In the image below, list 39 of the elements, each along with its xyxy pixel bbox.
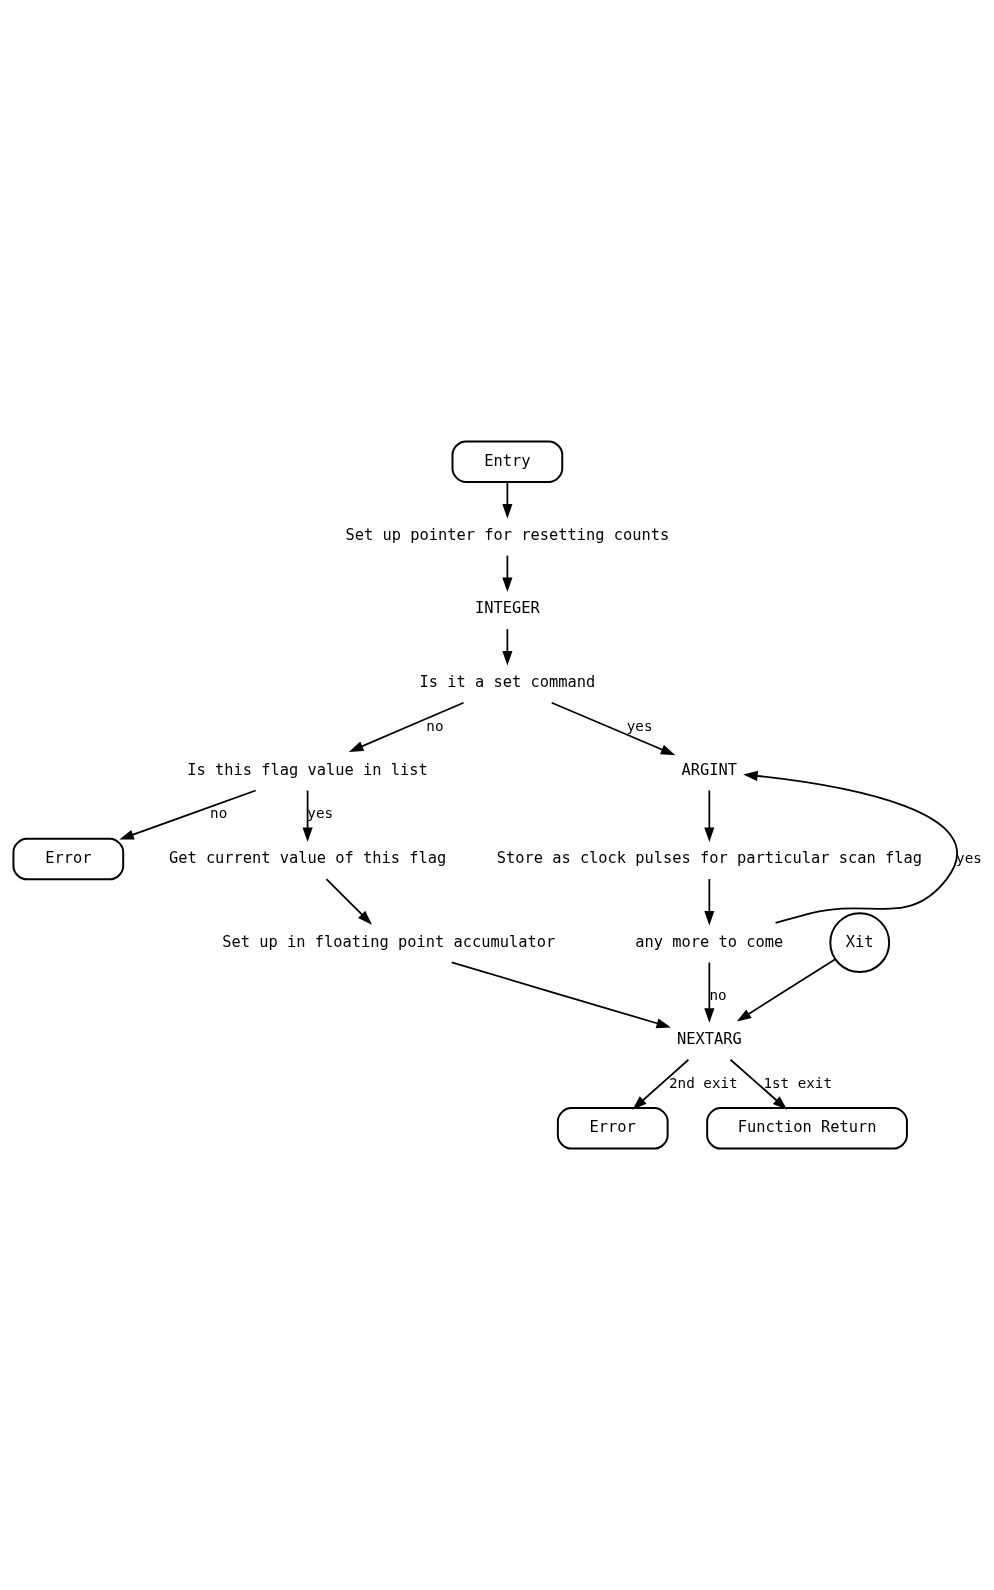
arrow (450, 961, 671, 1029)
arrow (736, 958, 836, 1022)
node-box: Entry (451, 440, 563, 483)
arrow (501, 554, 512, 593)
arrow (501, 628, 512, 666)
node-text: Set up in floating point accumulator (221, 932, 555, 951)
node-text: any more to come (634, 932, 783, 951)
arrow (550, 701, 675, 756)
edge-label: no (209, 805, 227, 822)
arrow (118, 789, 257, 840)
node-text: Get current value of this flag (168, 849, 446, 868)
node-text: INTEGER (474, 599, 540, 618)
edge-label: yes (955, 849, 982, 866)
node-box: Error (11, 837, 124, 881)
node-circle: Xit (828, 912, 890, 974)
arrow (703, 789, 714, 842)
arrow (742, 770, 958, 924)
arrow (501, 481, 512, 519)
arrow (325, 878, 372, 925)
node-text: Is this flag value in list (186, 760, 428, 779)
edge-label: no (425, 717, 444, 734)
arrow (729, 1058, 787, 1110)
node-text: ARGINT (681, 760, 737, 779)
edge-label: 1st exit (762, 1074, 832, 1091)
node-box: Function Return (705, 1107, 908, 1150)
edge-label: no (709, 986, 727, 1003)
arrow (348, 701, 464, 752)
arrow (631, 1058, 689, 1110)
arrow (703, 878, 714, 926)
node-text: Is it a set command (419, 672, 595, 691)
node-text: Set up pointer for resetting counts (345, 525, 669, 544)
arrow (703, 961, 714, 1023)
node-text: Store as clock pulses for particular scan flag (496, 849, 922, 868)
edge-label: yes (306, 805, 333, 822)
arrow (302, 789, 313, 842)
node-text: NEXTARG (676, 1030, 742, 1048)
edge-label: 2nd exit (668, 1074, 738, 1091)
node-box: Error (556, 1107, 669, 1150)
edge-label: yes (626, 717, 653, 734)
